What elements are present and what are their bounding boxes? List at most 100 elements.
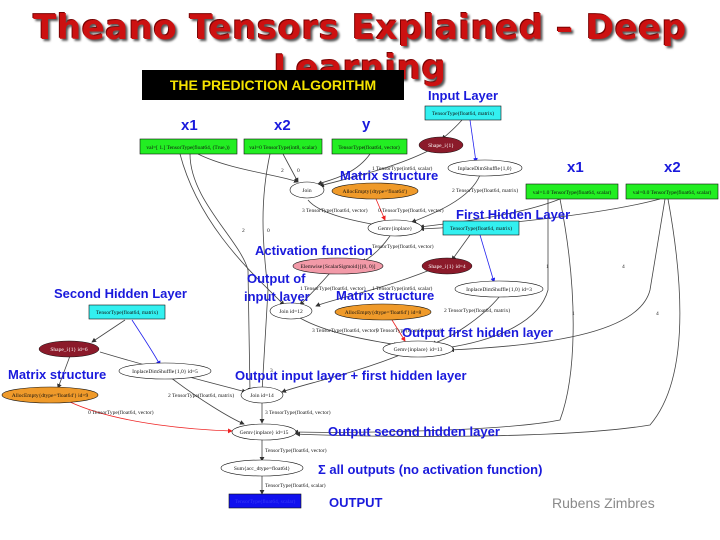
node-x2-label: val=0 TensorType(int8, scalar) [249, 144, 317, 151]
node-input-layer [424, 105, 502, 121]
edge-label: 3 TensorType(float64, vector) [265, 409, 331, 416]
annotation-first-hidden-layer: First Hidden Layer [456, 207, 571, 222]
edge-label: 3 TensorType(float64, vector) [302, 207, 368, 214]
annotation-x2-right: x2 [664, 159, 681, 176]
node-join1 [289, 181, 325, 199]
edge [282, 153, 299, 183]
node-gemv3-label: Gemv{inplace} id=15 [240, 430, 289, 436]
annotation-output-second-hidden: Output second hidden layer [328, 424, 500, 439]
edge [299, 272, 331, 306]
edge [197, 153, 299, 183]
edge [444, 199, 549, 350]
edge-label: TensorType(float64, scalar) [265, 482, 326, 489]
edge [315, 269, 431, 307]
annotation-output: OUTPUT [329, 495, 383, 510]
node-input-layer-label: TensorType(float64, matrix) [432, 110, 494, 117]
annotation-y: y [362, 116, 371, 133]
node-gemv1-label: Gemv{inplace} [378, 226, 413, 232]
node-elemwise [292, 257, 384, 275]
edge [295, 198, 681, 437]
edge [411, 174, 481, 223]
annotation-matrix-structure-1: Matrix structure [340, 168, 439, 183]
author-credit: Rubens Zimbres [552, 495, 655, 511]
annotation-output-of: Output of [247, 271, 306, 286]
node-alloc2-label: AllocEmpty{dtype='float64'} id=8 [345, 309, 422, 316]
edge [91, 319, 126, 343]
annotation-x2-top: x2 [274, 117, 291, 134]
node-sum [220, 459, 304, 477]
node-inplace3 [118, 362, 212, 380]
edge-label: 1 TensorType(float64, vector) [300, 285, 366, 292]
edge [179, 153, 285, 306]
edge [419, 198, 561, 229]
node-join3 [240, 386, 284, 404]
graph-edges [57, 119, 681, 495]
node-y-label: TensorType(float64, vector) [338, 144, 400, 151]
node-gemv1 [367, 219, 423, 237]
node-shape1 [418, 136, 464, 154]
node-x1b [525, 183, 619, 200]
node-x1 [139, 138, 238, 155]
edge-label: 2 TensorType(float64, matrix) [452, 187, 518, 194]
edge [189, 153, 253, 393]
node-gemv3 [231, 423, 297, 441]
edge [57, 355, 71, 389]
edge-label: 1 [546, 264, 549, 270]
edge-label: 0 [267, 228, 270, 234]
edge-label: 4 [656, 311, 659, 317]
node-inplace2-label: InplaceDimShuffle{1,0} id=3 [466, 286, 532, 293]
annotation-activation-function: Activation function [255, 243, 373, 258]
edge-labels: 2 0 2 0 1 TensorType(int64, scalar) 2 Te… [88, 165, 659, 489]
edge [375, 198, 386, 221]
node-x2 [243, 138, 323, 155]
node-x1-label: val=[ 1.] TensorType(float64, (True,)) [146, 144, 229, 151]
edge-label: 0 [297, 168, 300, 174]
node-output [228, 493, 302, 509]
edge-label: 1 TensorType(int64, scalar) [372, 165, 433, 172]
edge-label: 3 TensorType(float64, vector) [312, 327, 378, 334]
node-hidden2-label: TensorType(float64, matrix) [96, 309, 158, 316]
edge-label: 2 TensorType(float64, matrix) [444, 307, 510, 314]
annotation-output-input-plus-first: Output input layer + first hidden layer [235, 368, 467, 383]
annotation-input-layer: Input Layer [428, 88, 499, 103]
node-hidden1 [442, 220, 520, 236]
edge [319, 149, 431, 188]
node-inplace2 [454, 280, 544, 298]
node-output-label: TensorType(float64, scalar) [235, 498, 296, 505]
edge [441, 119, 463, 140]
edge [131, 319, 161, 366]
node-join3-label: Join id=14 [250, 393, 274, 399]
edge-label: 0 TensorType(float64, vector) [376, 327, 442, 334]
edge [431, 295, 501, 346]
node-inplace3-label: InplaceDimShuffle{1,0} id=5 [132, 368, 198, 375]
edge [479, 234, 496, 283]
edge-label: 1 TensorType(int64, scalar) [372, 285, 433, 292]
annotation-second-hidden-layer: Second Hidden Layer [54, 286, 187, 301]
graph-nodes: val=[ 1.] TensorType(float64, (True,)) v… [1, 105, 719, 509]
edge-label: 0 TensorType(float64, vector) [378, 207, 444, 214]
node-alloc1-label: AllocEmpty{dtype='float64'} [342, 188, 407, 195]
node-gemv2 [382, 340, 454, 358]
node-shape3-label: Shape_i{1} id=6 [50, 347, 88, 353]
edge-label: TensorType(float64, vector) [265, 447, 327, 454]
node-alloc3 [1, 386, 99, 404]
node-inplace1-label: InplaceDimShuffle{1,0} [458, 165, 513, 172]
edge [69, 401, 233, 434]
annotation-matrix-structure-3: Matrix structure [8, 367, 107, 382]
edge [169, 376, 245, 425]
edge-label: 0 TensorType(float64, vector) [88, 409, 154, 416]
annotation-x1-top: x1 [181, 117, 198, 134]
section-banner: THE PREDICTION ALGORITHM [142, 70, 404, 100]
edge [259, 153, 271, 393]
edge [293, 198, 574, 435]
edge-label: 1 [572, 311, 575, 317]
edge-label: 3 [270, 368, 273, 374]
node-x2b-label: val=0.0 TensorType(float64, scalar) [633, 189, 712, 196]
node-inplace1 [447, 159, 523, 177]
edge-label: 4 [622, 264, 625, 270]
node-y [331, 138, 408, 155]
node-shape1-label: Shape_i{1} [428, 143, 454, 149]
edge-label: 2 [242, 228, 245, 234]
node-hidden1-label: TensorType(float64, matrix) [450, 225, 512, 232]
edge-label: 2 TensorType(float64, matrix) [168, 392, 234, 399]
